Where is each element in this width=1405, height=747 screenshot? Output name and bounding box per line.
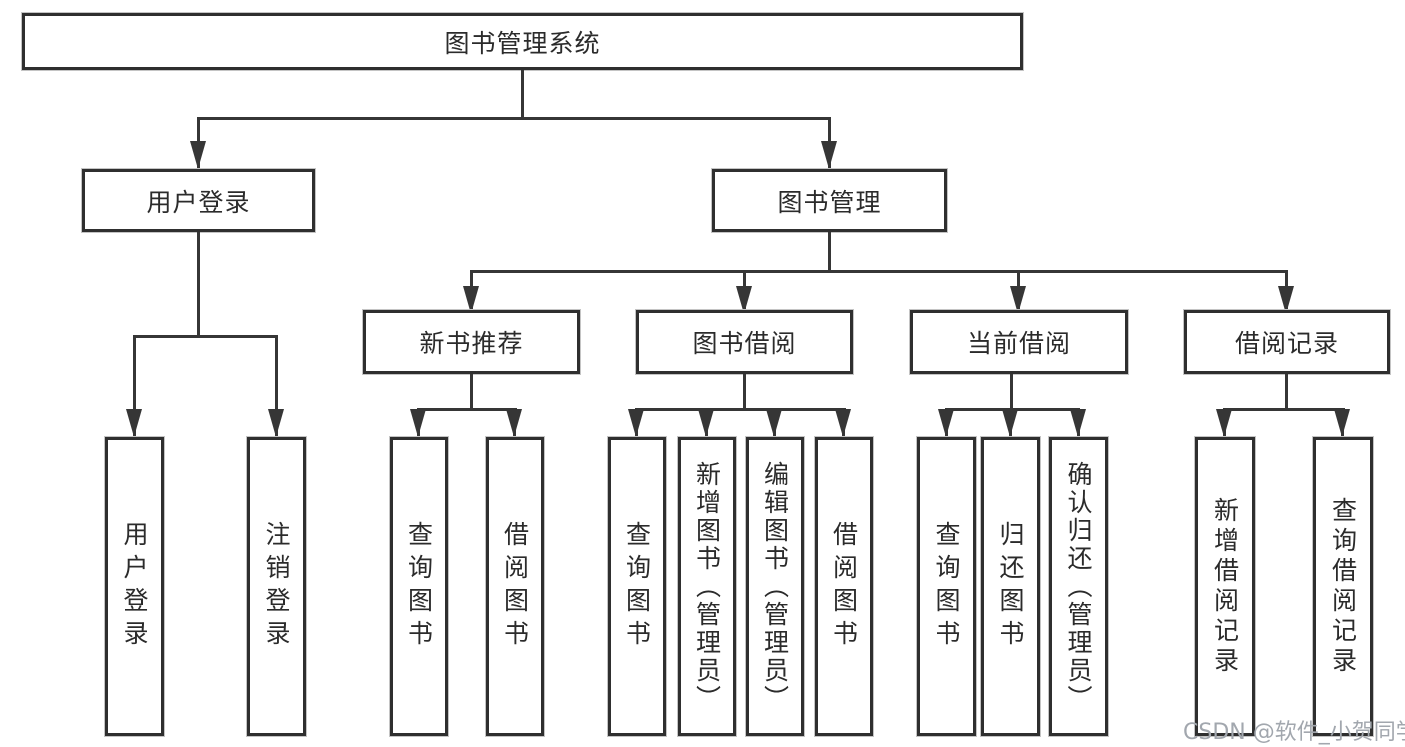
connector-line <box>828 232 831 273</box>
node-label: 图书借阅 <box>692 329 797 358</box>
leaf-recommend-borrow-books: 借阅图书 <box>486 437 544 736</box>
leaf-label: 查询图书 <box>404 520 434 653</box>
leaf-label: 注销登录 <box>262 520 291 653</box>
arrow-down-icon <box>698 409 714 437</box>
arrow-down-icon <box>835 409 851 437</box>
node-current-borrowing: 当前借阅 <box>910 310 1128 374</box>
leaf-label: 新增图书（管理员） <box>692 460 722 713</box>
arrow-down-icon <box>410 409 426 437</box>
connector-line <box>197 117 831 120</box>
connector-line <box>1223 408 1345 411</box>
arrow-down-icon <box>1334 409 1350 437</box>
arrow-down-icon <box>268 409 284 437</box>
arrow-down-icon <box>126 409 142 437</box>
leaf-label: 借阅图书 <box>500 520 530 653</box>
leaf-label: 编辑图书（管理员） <box>760 460 790 713</box>
watermark: CSDN @软件_小贺同学 <box>1183 720 1405 745</box>
connector-line <box>743 374 746 411</box>
node-label: 当前借阅 <box>966 329 1071 358</box>
connector-line <box>275 335 278 437</box>
arrow-down-icon <box>506 409 522 437</box>
leaf-label: 确认归还（管理员） <box>1064 460 1093 713</box>
leaf-current-return-books: 归还图书 <box>981 437 1040 736</box>
connector-line <box>133 335 136 437</box>
leaf-user-login: 用户登录 <box>105 437 164 736</box>
leaf-recommend-query-books: 查询图书 <box>390 437 448 736</box>
leaf-label: 新增借阅记录 <box>1210 496 1240 677</box>
node-book-borrowing: 图书借阅 <box>636 310 853 374</box>
node-new-book-recommendation: 新书推荐 <box>363 310 580 374</box>
connector-line <box>133 335 277 338</box>
connector-line <box>197 232 200 338</box>
arrow-down-icon <box>190 141 206 169</box>
node-book-management: 图书管理 <box>712 169 947 232</box>
leaf-records-add-record: 新增借阅记录 <box>1195 437 1255 736</box>
leaf-label: 借阅图书 <box>829 520 859 653</box>
leaf-label: 用户登录 <box>120 520 149 653</box>
arrow-down-icon <box>736 286 752 314</box>
arrow-down-icon <box>938 409 954 437</box>
leaf-label: 查询借阅记录 <box>1328 496 1358 677</box>
leaf-borrow-add-books-admin: 新增图书（管理员） <box>678 437 736 736</box>
node-label: 图书管理系统 <box>444 28 601 58</box>
node-label: 新书推荐 <box>419 329 524 358</box>
connector-line <box>417 408 517 411</box>
leaf-borrow-borrow-books: 借阅图书 <box>815 437 873 736</box>
arrow-down-icon <box>1278 286 1294 314</box>
arrow-down-icon <box>821 141 837 169</box>
leaf-current-confirm-return-admin: 确认归还（管理员） <box>1049 437 1108 736</box>
leaf-borrow-query-books: 查询图书 <box>608 437 666 736</box>
leaf-borrow-edit-books-admin: 编辑图书（管理员） <box>746 437 804 736</box>
arrow-down-icon <box>1002 409 1018 437</box>
arrow-down-icon <box>766 409 782 437</box>
connector-line <box>1285 374 1288 411</box>
connector-line <box>635 408 846 411</box>
connector-line <box>521 70 524 120</box>
leaf-label: 归还图书 <box>996 520 1025 653</box>
arrow-down-icon <box>1010 286 1026 314</box>
leaf-label: 查询图书 <box>622 520 652 653</box>
arrow-down-icon <box>1216 409 1232 437</box>
node-user-login: 用户登录 <box>82 169 315 232</box>
leaf-records-query-record: 查询借阅记录 <box>1313 437 1373 736</box>
arrow-down-icon <box>1070 409 1086 437</box>
arrow-down-icon <box>628 409 644 437</box>
node-label: 用户登录 <box>146 187 251 217</box>
leaf-current-query-books: 查询图书 <box>917 437 976 736</box>
node-label: 图书管理 <box>777 187 882 217</box>
connector-line <box>470 374 473 411</box>
leaf-logout: 注销登录 <box>247 437 306 736</box>
connector-line <box>1010 374 1013 411</box>
leaf-label: 查询图书 <box>932 520 961 653</box>
node-library-management-system: 图书管理系统 <box>22 13 1023 70</box>
connector-line <box>470 270 1288 273</box>
node-borrowing-records: 借阅记录 <box>1184 310 1390 374</box>
arrow-down-icon <box>463 286 479 314</box>
node-label: 借阅记录 <box>1234 329 1339 358</box>
